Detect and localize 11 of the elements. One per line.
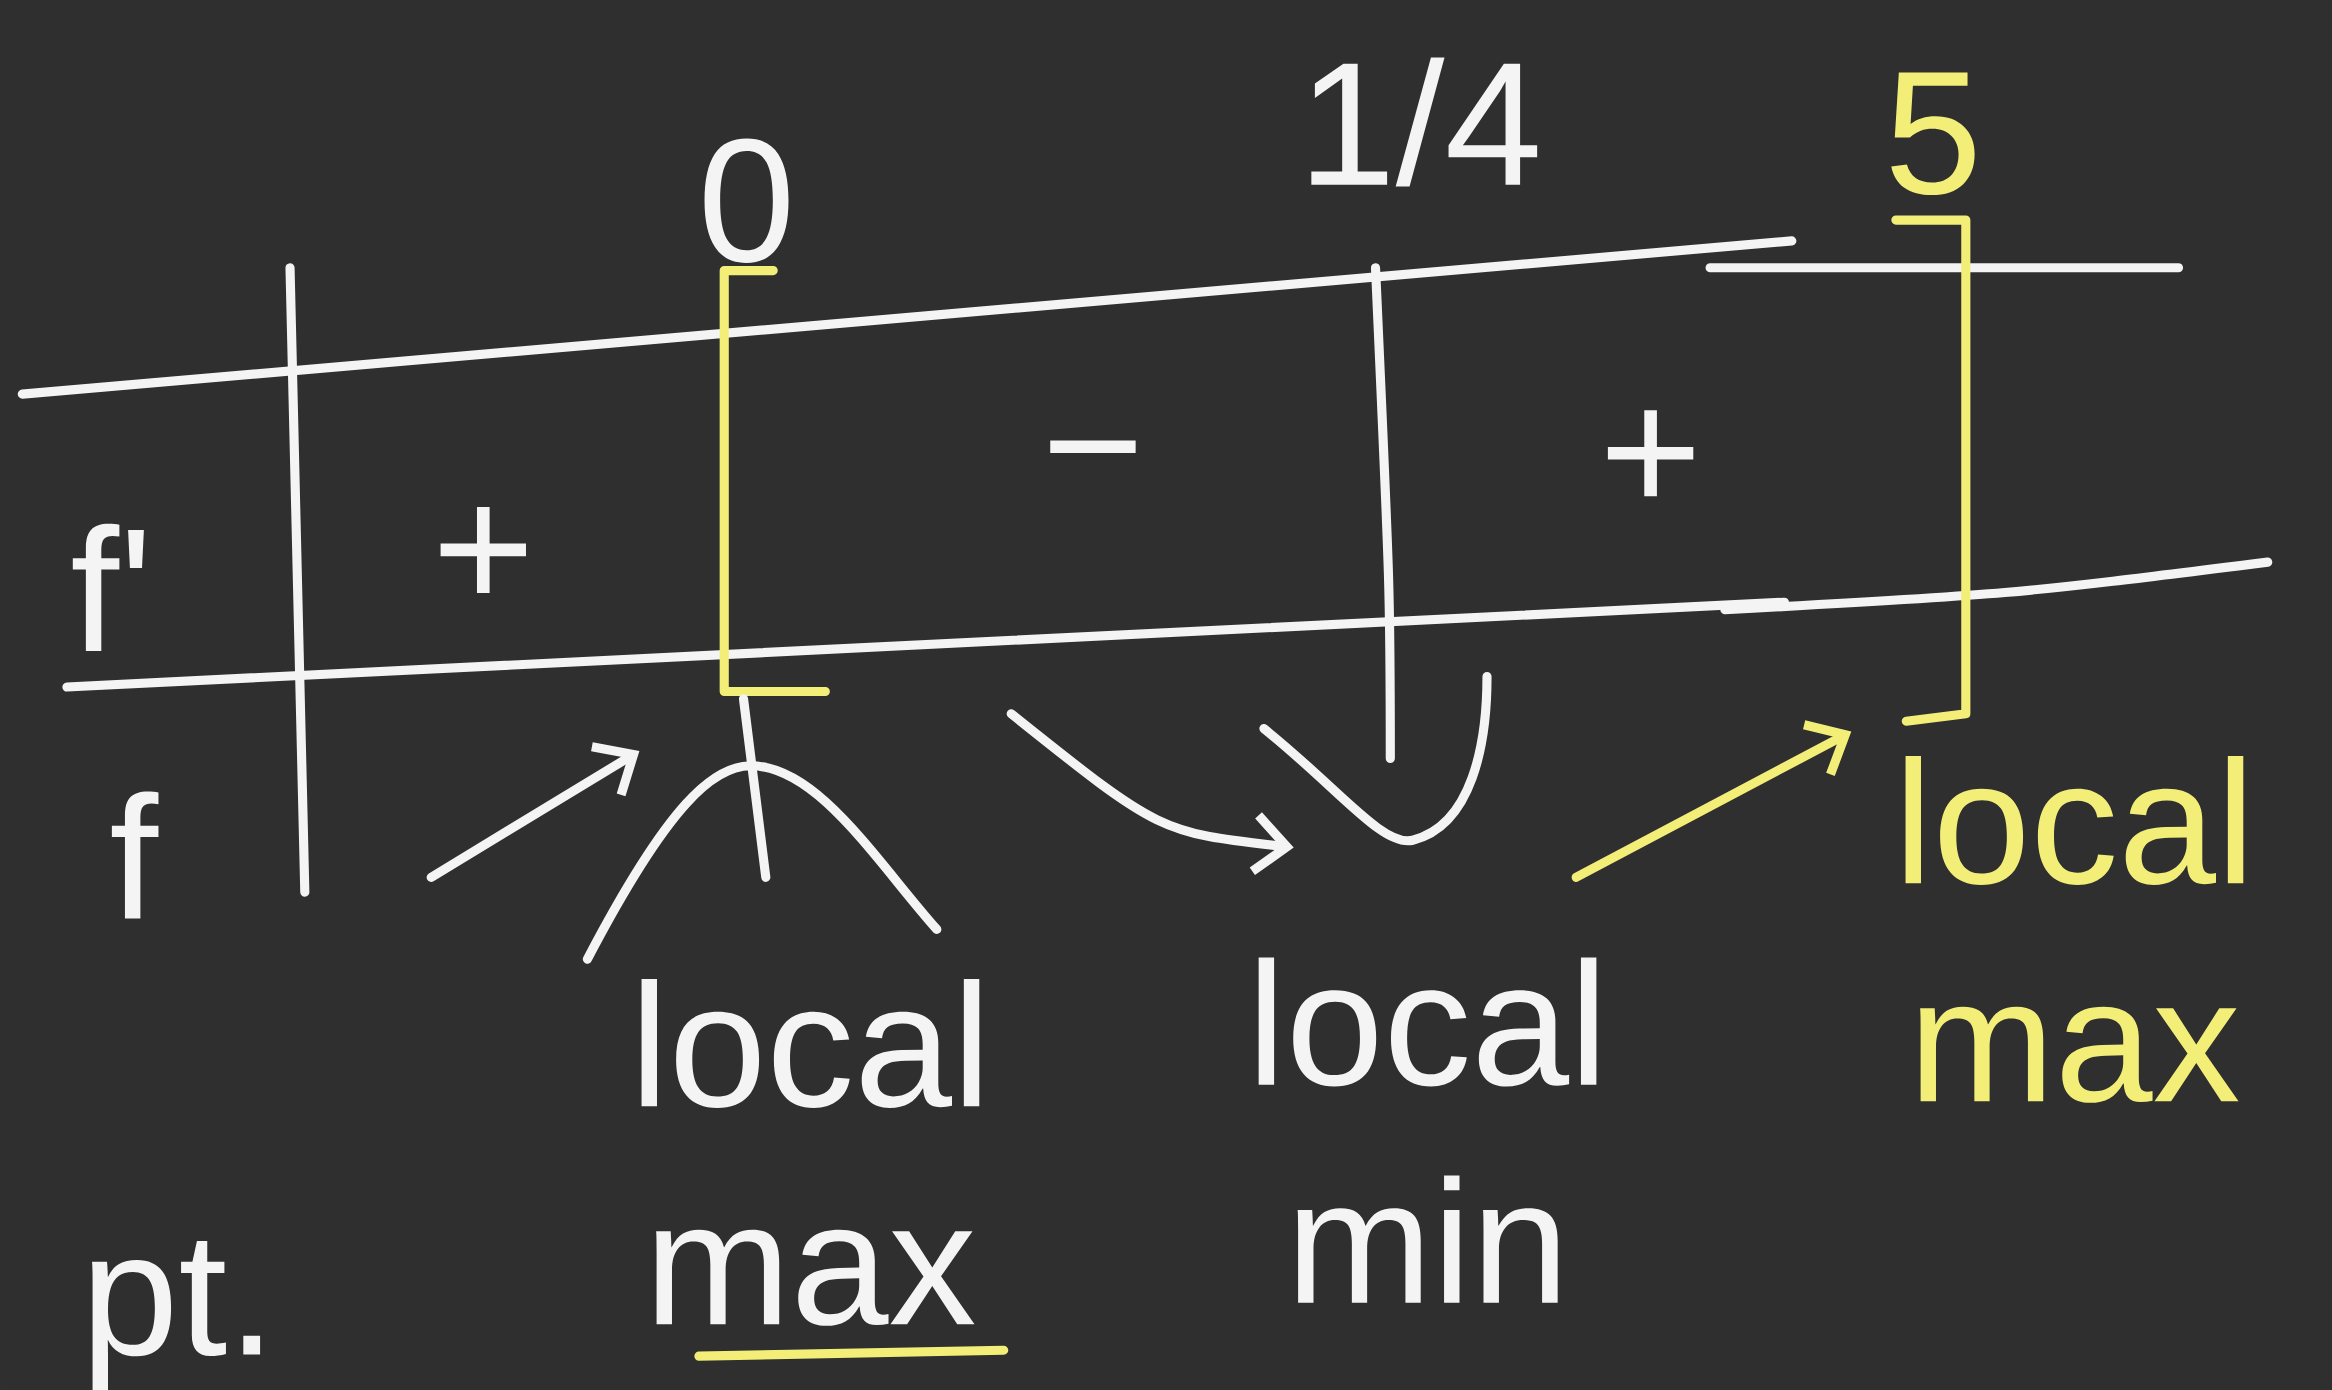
axis-label: f — [111, 791, 159, 919]
sign-symbol: + — [440, 506, 526, 593]
critical-value: 5 — [1891, 72, 1975, 196]
annotation: local max — [641, 978, 980, 1326]
axis-label: f' — [72, 523, 144, 651]
sign-symbol: − — [1050, 440, 1136, 454]
sign-symbol: + — [1607, 410, 1694, 497]
critical-value: 1/4 — [1311, 57, 1538, 187]
annotation: local min — [1258, 957, 1597, 1303]
critical-value: 0 — [704, 138, 789, 263]
annotation: local max — [1905, 755, 2244, 1103]
